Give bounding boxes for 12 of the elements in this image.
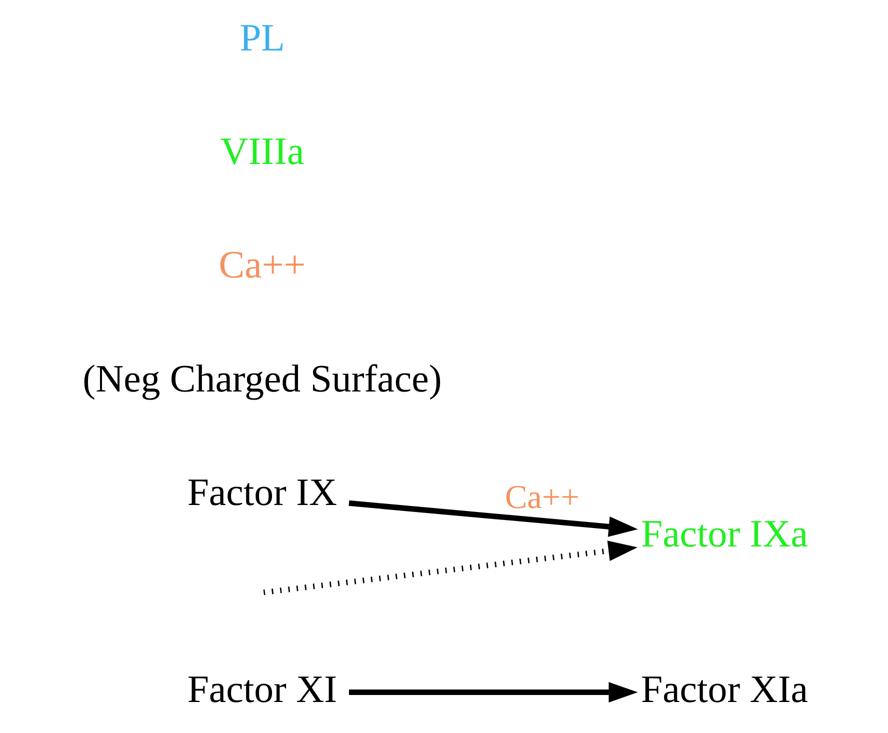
edge-label: Ca++ [504,479,579,516]
node-text: Factor XI [186,668,337,711]
arrow [348,500,638,537]
arrow [348,682,638,702]
label: (Neg Charged Surface) [82,357,442,400]
node-text: Factor XIa [640,668,808,711]
node-text: Factor IXa [640,512,808,556]
label: PL [239,16,284,60]
arrow [262,540,638,596]
label: Ca++ [218,244,306,287]
node-text: Factor IX [186,470,337,514]
label: VIIIa [220,130,304,173]
